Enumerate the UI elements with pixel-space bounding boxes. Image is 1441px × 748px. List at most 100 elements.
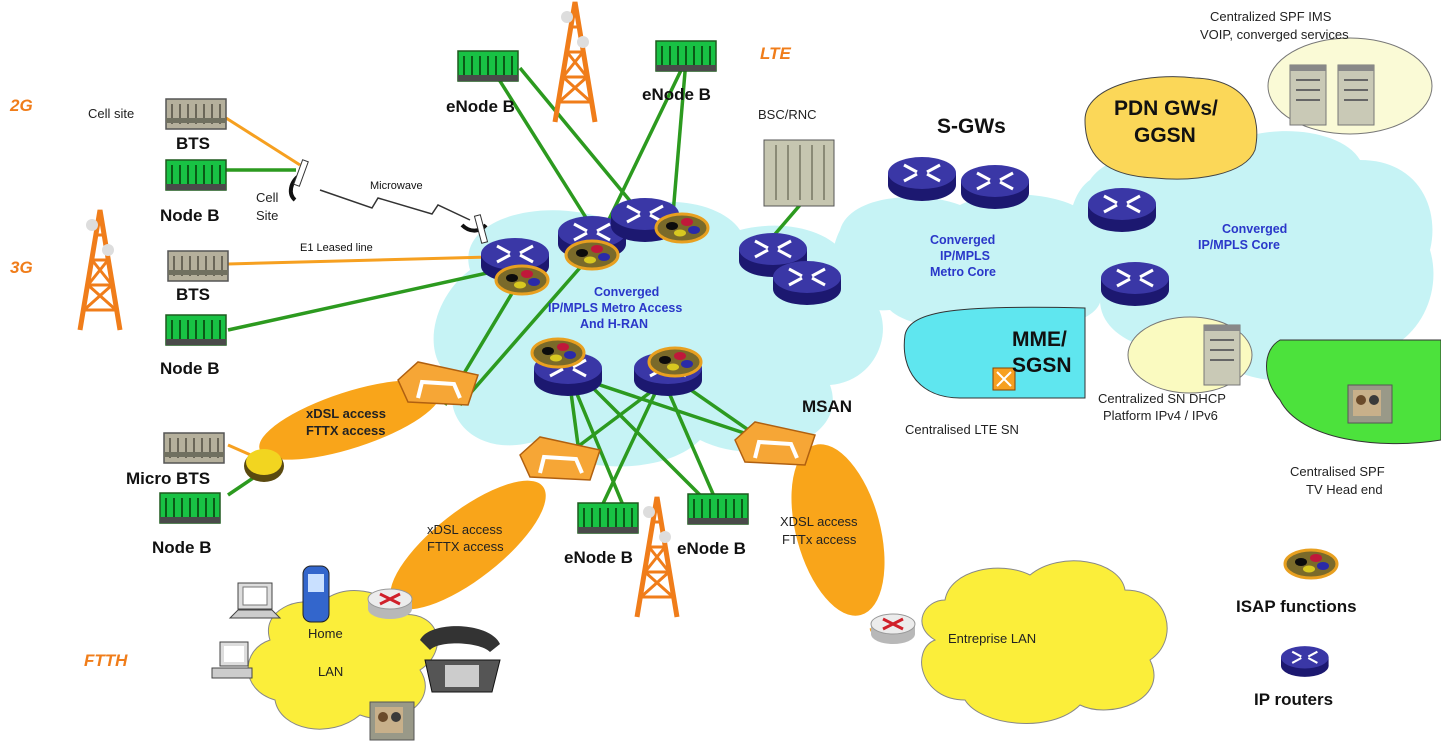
enode-b-icon bbox=[457, 50, 519, 82]
tag-3g: 3G bbox=[10, 258, 33, 277]
isap-icon bbox=[564, 239, 620, 271]
label-tv-1: Centralised SPF bbox=[1290, 464, 1385, 479]
router-icon bbox=[771, 259, 843, 307]
tag-lte: LTE bbox=[760, 44, 792, 63]
tag-2g: 2G bbox=[9, 96, 33, 115]
label-xdsl-left-2: FTTX access bbox=[306, 423, 386, 438]
router-icon bbox=[959, 163, 1031, 211]
label-home: Home bbox=[308, 626, 343, 641]
label-enterprise-lan: Entreprise LAN bbox=[948, 631, 1036, 646]
node-b-icon bbox=[165, 314, 227, 346]
legend-ip-routers-label: IP routers bbox=[1254, 690, 1333, 709]
label-dhcp-2: Platform IPv4 / IPv6 bbox=[1103, 408, 1218, 423]
label-xdsl-mid-2: FTTX access bbox=[427, 539, 504, 554]
label-metro-core-3: Metro Core bbox=[930, 265, 996, 279]
label-mme-2: SGSN bbox=[1012, 354, 1072, 377]
tag-ftth: FTTH bbox=[84, 651, 128, 670]
microwave-link bbox=[288, 159, 489, 244]
mobile-phone-icon bbox=[302, 565, 330, 623]
node-b-icon bbox=[159, 492, 221, 524]
isap-icon bbox=[647, 346, 703, 378]
label-node-b-2: Node B bbox=[160, 359, 220, 378]
dish-icon bbox=[460, 223, 488, 233]
label-tv-2: TV Head end bbox=[1306, 482, 1383, 497]
dhcp-bubble bbox=[1127, 316, 1253, 394]
label-bts-2: BTS bbox=[176, 285, 210, 304]
home-router-icon bbox=[366, 587, 414, 621]
isap-legend-icon bbox=[1283, 548, 1339, 580]
label-ims-2: VOIP, converged services bbox=[1200, 27, 1349, 42]
label-metro-access-3: And H-RAN bbox=[580, 317, 648, 331]
label-lte-sn: Centralised LTE SN bbox=[905, 422, 1019, 437]
label-enode-b-top-right: eNode B bbox=[642, 85, 711, 104]
core-cloud bbox=[1068, 131, 1434, 381]
enode-b-icon bbox=[655, 40, 717, 72]
label-xdsl-right-2: FTTx access bbox=[782, 532, 857, 547]
micro-bts-antenna-icon bbox=[244, 449, 284, 482]
label-cell-site-mw-2: Site bbox=[256, 208, 278, 223]
tower-icon bbox=[637, 497, 677, 617]
bts-icon bbox=[165, 98, 227, 130]
enode-b-icon bbox=[687, 493, 749, 525]
router-icon bbox=[886, 155, 958, 203]
bts-icon bbox=[167, 250, 229, 282]
label-dhcp-1: Centralized SN DHCP bbox=[1098, 391, 1226, 406]
label-ims-1: Centralized SPF IMS bbox=[1210, 9, 1332, 24]
label-microwave: Microwave bbox=[370, 180, 423, 192]
video-phone-icon bbox=[369, 701, 415, 741]
label-s-gws: S-GWs bbox=[937, 115, 1006, 138]
telephone-icon bbox=[420, 626, 501, 693]
label-e1-leased-line: E1 Leased line bbox=[300, 242, 373, 254]
router-icon bbox=[1086, 186, 1158, 234]
label-micro-bts: Micro BTS bbox=[126, 469, 210, 488]
router-icon bbox=[1099, 260, 1171, 308]
legend-isap-label: ISAP functions bbox=[1236, 597, 1357, 616]
label-bts-1: BTS bbox=[176, 134, 210, 153]
label-msan: MSAN bbox=[802, 397, 852, 416]
label-core-1: Converged bbox=[1222, 222, 1287, 236]
tower-icon bbox=[80, 210, 120, 330]
mme-bubble bbox=[903, 306, 1086, 399]
xdsl-access-right-ellipse bbox=[791, 444, 885, 616]
label-metro-access-2: IP/MPLS Metro Access bbox=[548, 301, 682, 315]
isap-icon bbox=[654, 212, 710, 244]
isap-icon bbox=[530, 337, 586, 369]
bsc-rnc-icon bbox=[763, 139, 835, 207]
label-cell-site: Cell site bbox=[88, 106, 134, 121]
label-enode-b-bottom-left: eNode B bbox=[564, 548, 633, 567]
desktop-icon bbox=[211, 641, 253, 679]
router-legend-icon bbox=[1279, 645, 1330, 678]
enterprise-router-icon bbox=[869, 612, 917, 646]
label-lan: LAN bbox=[318, 664, 343, 679]
micro-bts-icon bbox=[163, 432, 225, 464]
label-node-b-1: Node B bbox=[160, 206, 220, 225]
isap-icon bbox=[494, 264, 550, 296]
ims-bubble bbox=[1267, 37, 1433, 135]
label-cell-site-mw-1: Cell bbox=[256, 190, 279, 205]
xdsl-access-left-ellipse bbox=[259, 380, 441, 460]
pdn-gw-bubble bbox=[1084, 76, 1258, 180]
label-metro-core-1: Converged bbox=[930, 233, 995, 247]
label-xdsl-right-1: XDSL access bbox=[780, 514, 858, 529]
label-pdn-2: GGSN bbox=[1134, 124, 1196, 147]
label-enode-b-top-left: eNode B bbox=[446, 97, 515, 116]
tower-icon bbox=[555, 2, 595, 122]
xdsl-access-mid-ellipse bbox=[390, 480, 546, 610]
label-metro-access-1: Converged bbox=[594, 285, 659, 299]
metro-core-cloud bbox=[832, 194, 1119, 329]
enode-b-icon bbox=[577, 502, 639, 534]
label-node-b-3: Node B bbox=[152, 538, 212, 557]
label-core-2: IP/MPLS Core bbox=[1198, 238, 1280, 252]
label-xdsl-left-1: xDSL access bbox=[306, 406, 386, 421]
label-metro-core-2: IP/MPLS bbox=[940, 249, 990, 263]
enterprise-lan-cloud bbox=[921, 560, 1168, 724]
label-bsc-rnc: BSC/RNC bbox=[758, 107, 817, 122]
laptop-icon bbox=[228, 582, 282, 619]
label-xdsl-mid-1: xDSL access bbox=[427, 522, 503, 537]
tv-headend-bubble bbox=[1266, 339, 1441, 445]
label-pdn-1: PDN GWs/ bbox=[1114, 97, 1218, 120]
label-enode-b-bottom-right: eNode B bbox=[677, 539, 746, 558]
label-mme-1: MME/ bbox=[1012, 328, 1067, 351]
node-b-icon bbox=[165, 159, 227, 191]
